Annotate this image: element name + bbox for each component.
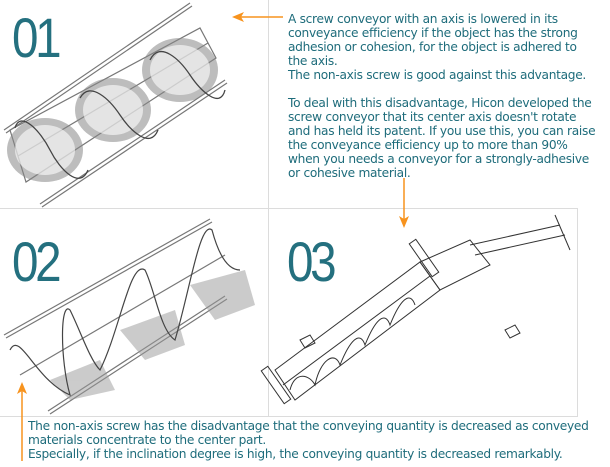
screw-with-axis-illustration bbox=[3, 2, 228, 208]
panel-number-03: 03 bbox=[287, 230, 337, 293]
panel-number-01: 01 bbox=[12, 6, 62, 69]
description-para1-line1: A screw conveyor with an axis is lowered… bbox=[288, 12, 578, 68]
bottom-note-line2: Especially, if the inclination degree is… bbox=[28, 447, 563, 461]
description-para1-line2: The non-axis screw is good against this … bbox=[288, 68, 587, 82]
bottom-note-line1: The non-axis screw has the disadvantage … bbox=[28, 419, 589, 447]
description-text: A screw conveyor with an axis is lowered… bbox=[288, 12, 598, 180]
panel-number-02: 02 bbox=[12, 230, 62, 293]
description-para2: To deal with this disadvantage, Hicon de… bbox=[288, 96, 596, 180]
bottom-note: The non-axis screw has the disadvantage … bbox=[28, 419, 608, 461]
